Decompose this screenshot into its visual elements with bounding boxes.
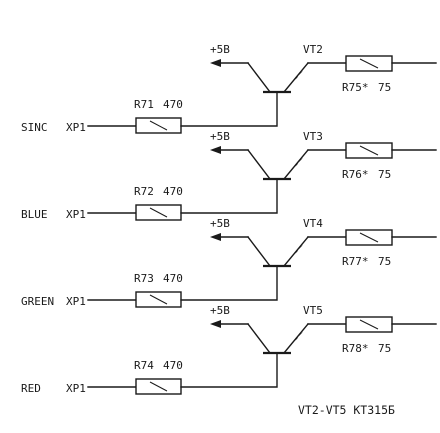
transistor-collector [247, 323, 271, 354]
input-signal-label: SINC [21, 121, 48, 134]
input-resistor-mark [149, 207, 168, 218]
input-resistor-value: 470 [163, 185, 183, 198]
output-resistor-value: 75 [378, 255, 391, 268]
input-signal-label: GREEN [21, 295, 54, 308]
emitter-arrow-icon [292, 332, 303, 343]
output-resistor-ref: R78* [342, 342, 369, 355]
base-wire [180, 178, 278, 214]
input-resistor-mark [149, 381, 168, 392]
transistor-ref: VT2 [303, 43, 323, 56]
supply-arrow-icon [210, 59, 221, 67]
output-resistor-value: 75 [378, 342, 391, 355]
input-resistor-mark [149, 294, 168, 305]
input-resistor-ref: R72 [134, 185, 154, 198]
output-resistor-mark [359, 232, 379, 243]
input-connector-label: XP1 [66, 382, 86, 395]
transistor-emitter [283, 236, 309, 267]
output-resistor-mark [359, 145, 379, 156]
output-resistor-value: 75 [378, 81, 391, 94]
output-resistor-ref: R76* [342, 168, 369, 181]
input-resistor-value: 470 [163, 98, 183, 111]
supply-arrow-icon [210, 146, 221, 154]
transistor-emitter [283, 323, 309, 354]
transistor-ref: VT3 [303, 130, 323, 143]
emitter-arrow-icon [292, 71, 303, 82]
input-connector-label: XP1 [66, 121, 86, 134]
supply-label: +5B [210, 130, 230, 143]
input-resistor-ref: R73 [134, 272, 154, 285]
input-resistor-ref: R74 [134, 359, 154, 372]
input-connector-label: XP1 [66, 208, 86, 221]
input-resistor-ref: R71 [134, 98, 154, 111]
supply-label: +5B [210, 217, 230, 230]
transistor-ref: VT4 [303, 217, 323, 230]
transistor-type-note: VT2-VT5 KT315Б [298, 403, 395, 417]
transistor-emitter [283, 62, 309, 93]
base-wire [180, 91, 278, 127]
output-resistor-ref: R77* [342, 255, 369, 268]
output-resistor-mark [359, 58, 379, 69]
output-resistor-mark [359, 319, 379, 330]
output-resistor-ref: R75* [342, 81, 369, 94]
input-signal-label: BLUE [21, 208, 48, 221]
input-resistor-value: 470 [163, 272, 183, 285]
base-wire [180, 265, 278, 301]
transistor-collector [247, 149, 271, 180]
transistor-collector [247, 62, 271, 93]
input-resistor-value: 470 [163, 359, 183, 372]
emitter-arrow-icon [292, 245, 303, 256]
emitter-arrow-icon [292, 158, 303, 169]
supply-arrow-icon [210, 233, 221, 241]
supply-label: +5B [210, 43, 230, 56]
input-resistor-mark [149, 120, 168, 131]
base-wire [180, 352, 278, 388]
supply-label: +5B [210, 304, 230, 317]
supply-arrow-icon [210, 320, 221, 328]
input-connector-label: XP1 [66, 295, 86, 308]
input-signal-label: RED [21, 382, 41, 395]
transistor-emitter [283, 149, 309, 180]
transistor-collector [247, 236, 271, 267]
transistor-ref: VT5 [303, 304, 323, 317]
output-resistor-value: 75 [378, 168, 391, 181]
